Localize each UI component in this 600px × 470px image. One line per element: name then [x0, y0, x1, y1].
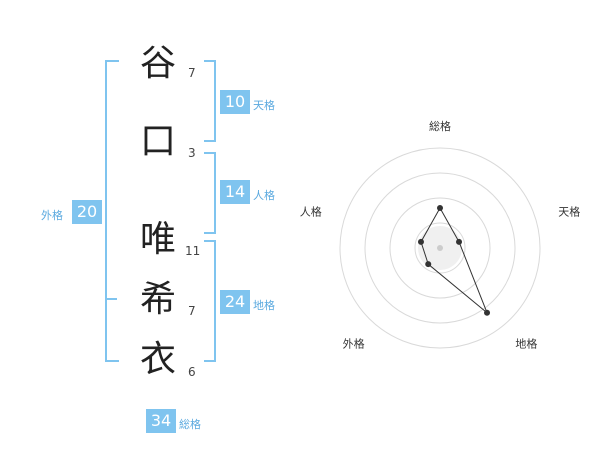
radar-point-1	[437, 205, 443, 211]
radar-point-5	[417, 238, 424, 245]
stroke-count-2: 3	[188, 146, 196, 160]
gaikaku-value: 20	[72, 200, 102, 224]
radar-axis-label-3: 地格	[515, 336, 537, 350]
tenkaku-value: 10	[220, 90, 250, 114]
chikaku-label: 地格	[253, 299, 275, 312]
tenkaku-bracket	[204, 60, 216, 142]
stroke-count-3: 11	[185, 244, 201, 258]
radar-ring-2	[389, 197, 491, 299]
gaikaku-bracket-notch	[105, 298, 117, 300]
gaikaku-bracket	[105, 60, 119, 362]
radar-point-3	[484, 309, 491, 316]
radar-point-4	[425, 261, 432, 268]
name-char-5: 衣	[139, 339, 176, 380]
name-char-1: 谷	[139, 43, 176, 84]
radar-ring-4	[339, 147, 541, 349]
jinkaku-label: 人格	[253, 189, 275, 202]
name-char-2: 口	[139, 121, 176, 162]
soukaku-label: 総格	[179, 418, 201, 431]
radar-polygon	[420, 206, 488, 314]
name-char-4: 希	[139, 279, 176, 320]
name-char-3: 唯	[139, 219, 176, 260]
radar-axis-label-1: 総格	[429, 119, 451, 133]
chikaku-value: 24	[220, 290, 250, 314]
radar-axis-label-4: 外格	[343, 336, 365, 350]
stroke-count-1: 7	[188, 66, 196, 80]
radar-axis-label-2: 天格	[558, 205, 580, 219]
radar-ring-3	[364, 172, 516, 324]
jinkaku-bracket	[204, 152, 216, 234]
jinkaku-value: 14	[220, 180, 250, 204]
radar-ring-1	[414, 222, 466, 274]
radar-axis-label-5: 人格	[300, 205, 322, 219]
radar-point-2	[456, 238, 463, 245]
tenkaku-label: 天格	[253, 99, 275, 112]
stroke-count-4: 7	[188, 304, 196, 318]
soukaku-value: 34	[146, 409, 176, 433]
chikaku-bracket	[204, 240, 216, 362]
gaikaku-label: 外格	[41, 209, 63, 222]
radar-center-dot	[437, 245, 443, 251]
stroke-count-5: 6	[188, 365, 196, 379]
